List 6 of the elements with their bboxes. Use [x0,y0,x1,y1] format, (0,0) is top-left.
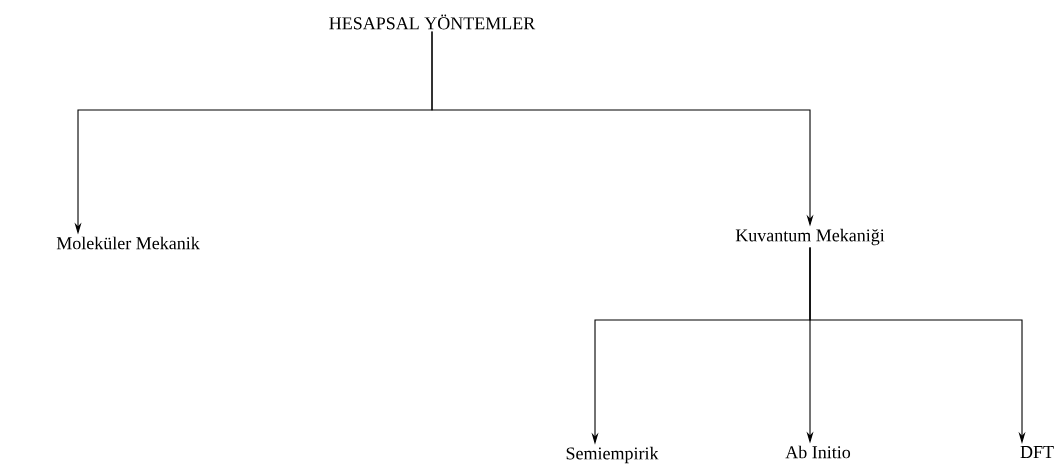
leaf-label: Ab Initio [785,445,851,459]
branch-label: Moleküler Mekanik [56,236,200,250]
leaf-label: DFT [1020,446,1054,458]
branch-label: Kuvantum Mekaniği [735,228,885,246]
root-label: HESAPSAL YÖNTEMLER [329,14,536,30]
leaf-label: Semiempirik [566,446,659,464]
